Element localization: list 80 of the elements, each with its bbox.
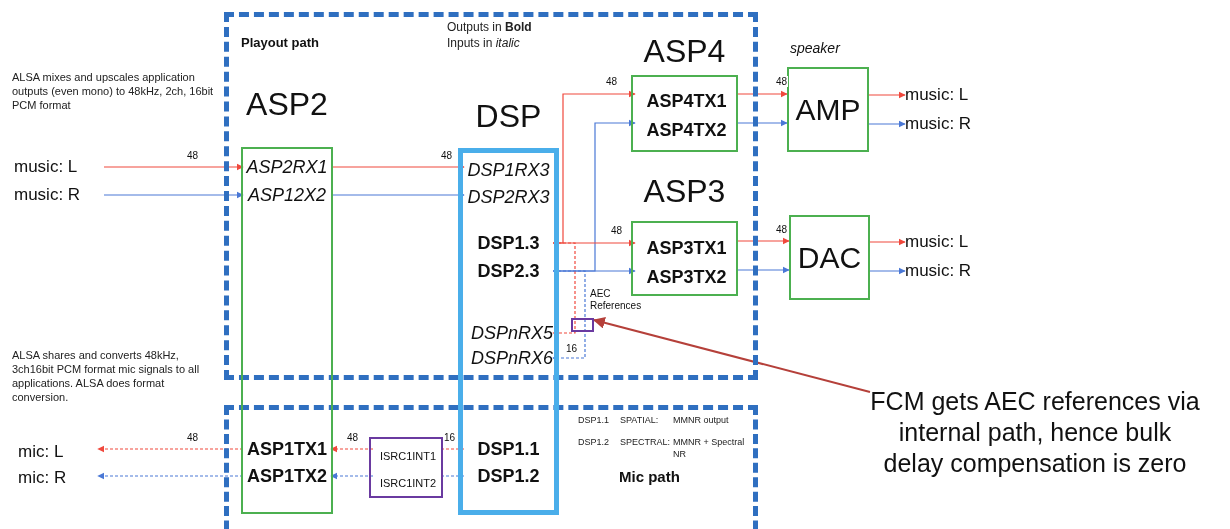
component-box [241,147,333,514]
port-label: ASP2RX1 [243,155,331,179]
junction-box [369,437,443,498]
component-box [458,148,559,515]
port-label: DSP1RX3 [464,158,553,182]
port-label: ASP12X2 [243,183,331,207]
signal-arrow [330,472,374,480]
signal-label: music: L [14,155,104,179]
port-label: ASP4TX2 [635,118,738,142]
node-label: AEC References [590,288,643,312]
port-label: DSP2.3 [464,259,553,283]
port-label: ASP4TX1 [635,89,738,113]
signal-label: music: R [905,112,995,136]
signal-label: music: L [905,83,995,107]
note-text: MMNR output [673,414,730,426]
node-label: speaker [790,40,840,56]
edge-label: 16 [565,343,579,354]
signal-arrow [869,267,906,275]
signal-arrow [97,445,244,453]
signal-arrow [552,242,576,337]
note-text: ALSA shares and converts 48kHz, 3ch16bit PCM format mic signals to all applications. ALSA does format conversion. [12,348,201,404]
edge-label: 16 [443,432,457,443]
port-label: ISRC1INT1 [373,445,443,467]
edge-label: 48 [610,225,624,236]
edge-label: 48 [605,76,619,87]
signal-arrow [330,445,374,453]
signal-arrow [868,91,906,99]
dashed-region [224,405,758,529]
note-text: ALSA mixes and upscales application outputs (even mono) to 48kHz, 2ch, 16bit PCM format [12,70,215,112]
signal-arrow [737,90,788,98]
port-label: DSP1.1 [464,436,553,462]
edge-label: 48 [346,432,360,443]
port-label: DSPnRX5 [464,321,553,345]
signal-arrow [97,472,244,480]
component-box [631,75,738,152]
edge-label: 48 [775,76,789,87]
note-text: Inputs in italic [447,36,521,51]
junction-box [571,318,594,332]
port-label: DSP2RX3 [464,185,553,209]
device-box: AMP [787,67,869,152]
block-heading: DSP [474,97,543,135]
edge-label: 48 [440,150,454,161]
signal-arrow [868,120,906,128]
port-label: ASP1TX1 [243,436,331,462]
edge-label: 48 [186,150,200,161]
edge-label: 48 [186,432,200,443]
signal-arrow [103,163,244,171]
port-label: ISRC1INT2 [373,472,443,494]
signal-arrow [737,237,790,245]
signal-label: music: L [905,230,995,254]
signal-arrow [330,163,465,171]
component-box [631,221,738,296]
port-label: DSPnRX6 [464,346,553,370]
region-title: Playout path [241,35,319,50]
port-label: ASP3TX1 [635,236,738,260]
block-heading: ASP4 [642,32,727,70]
port-label: ASP3TX2 [635,265,738,289]
dashed-region [224,12,758,380]
edge-label: 48 [775,224,789,235]
signal-arrow [330,191,465,199]
note-text: FCM gets AEC references via internal path, hence bulk delay compensation is zero [870,386,1200,522]
leader-arrow [592,316,871,393]
signal-arrow [737,266,790,274]
note-text: Outputs in Bold [447,20,533,35]
signal-arrow [103,191,244,199]
port-label: DSP1.3 [464,231,553,255]
port-label: DSP1.2 [464,463,553,489]
signal-arrow [869,238,906,246]
signal-label: mic: L [18,440,98,464]
signal-label: music: R [14,183,104,207]
signal-label: music: R [905,259,995,283]
region-title: Mic path [619,468,680,485]
signal-label: mic: R [18,466,98,490]
block-heading: ASP3 [642,172,727,210]
note-text: MMNR + Spectral NR [673,436,746,460]
port-label: ASP1TX2 [243,463,331,489]
device-box: DAC [789,215,870,300]
signal-arrow [552,270,586,362]
signal-arrow [737,119,788,127]
block-heading: ASP2 [245,85,329,123]
